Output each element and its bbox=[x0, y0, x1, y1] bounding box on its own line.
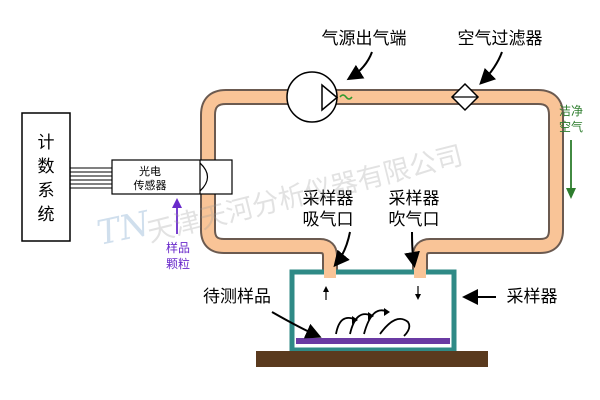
intake-up-arrow-head bbox=[323, 286, 329, 292]
sample-particles-line-2: 颗粒 bbox=[166, 256, 190, 271]
counting-system-box bbox=[21, 112, 71, 242]
sample-particles-line-1: 样品 bbox=[166, 240, 190, 255]
air-source-outlet-pointer bbox=[346, 51, 373, 81]
sensor-label-line-2: 传感器 bbox=[134, 179, 167, 192]
particles-arrow-head bbox=[172, 198, 182, 208]
signal-wires bbox=[70, 167, 112, 189]
air-filter-label: 空气过滤器 bbox=[458, 29, 543, 49]
counting-system-char-1: 计 bbox=[38, 133, 55, 153]
sampler-intake-line-2: 吸气口 bbox=[303, 210, 354, 230]
swirl-head-3 bbox=[384, 308, 390, 316]
air-source-outlet-label: 气源出气端 bbox=[322, 29, 407, 49]
swirl-head-1 bbox=[352, 316, 358, 324]
sampler-intake-pointer bbox=[333, 231, 351, 268]
clean-air-line-2: 空气 bbox=[559, 119, 583, 134]
clean-air-arrow-head bbox=[566, 188, 576, 199]
pump-triangle-icon bbox=[321, 83, 339, 112]
blow-tube-stub bbox=[414, 268, 426, 278]
blow-down-arrow-head bbox=[415, 294, 421, 300]
sample-under-test-label: 待测样品 bbox=[203, 287, 271, 307]
sample-layer bbox=[296, 338, 450, 344]
sensor-lens-icon bbox=[199, 162, 209, 192]
counting-system-char-2: 数 bbox=[38, 157, 55, 177]
sensor-label-line-1: 光电 bbox=[139, 164, 161, 178]
intake-tube-stub bbox=[324, 268, 336, 278]
sample-under-test-pointer bbox=[271, 311, 322, 339]
sampler-base bbox=[256, 351, 488, 367]
swirl-head-2 bbox=[368, 312, 374, 320]
sampler-label: 采样器 bbox=[507, 287, 558, 307]
air-filter-pointer bbox=[479, 51, 503, 85]
sampler-intake-line-1: 采样器 bbox=[303, 189, 354, 209]
sampler-blow-pointer bbox=[404, 231, 420, 268]
sampler-blow-line-2: 吹气口 bbox=[389, 210, 440, 230]
counting-system-char-4: 统 bbox=[38, 205, 55, 225]
air-tube bbox=[202, 91, 562, 278]
watermark-logo: TN bbox=[94, 204, 155, 254]
counting-system-char-3: 系 bbox=[38, 181, 55, 201]
air-filter-icon bbox=[450, 82, 480, 112]
photoelectric-sensor-box bbox=[111, 159, 233, 195]
clean-air-line-1: 洁净 bbox=[559, 104, 583, 118]
sampler-blow-line-1: 采样器 bbox=[389, 189, 440, 209]
pump-wave-icon bbox=[339, 94, 353, 100]
